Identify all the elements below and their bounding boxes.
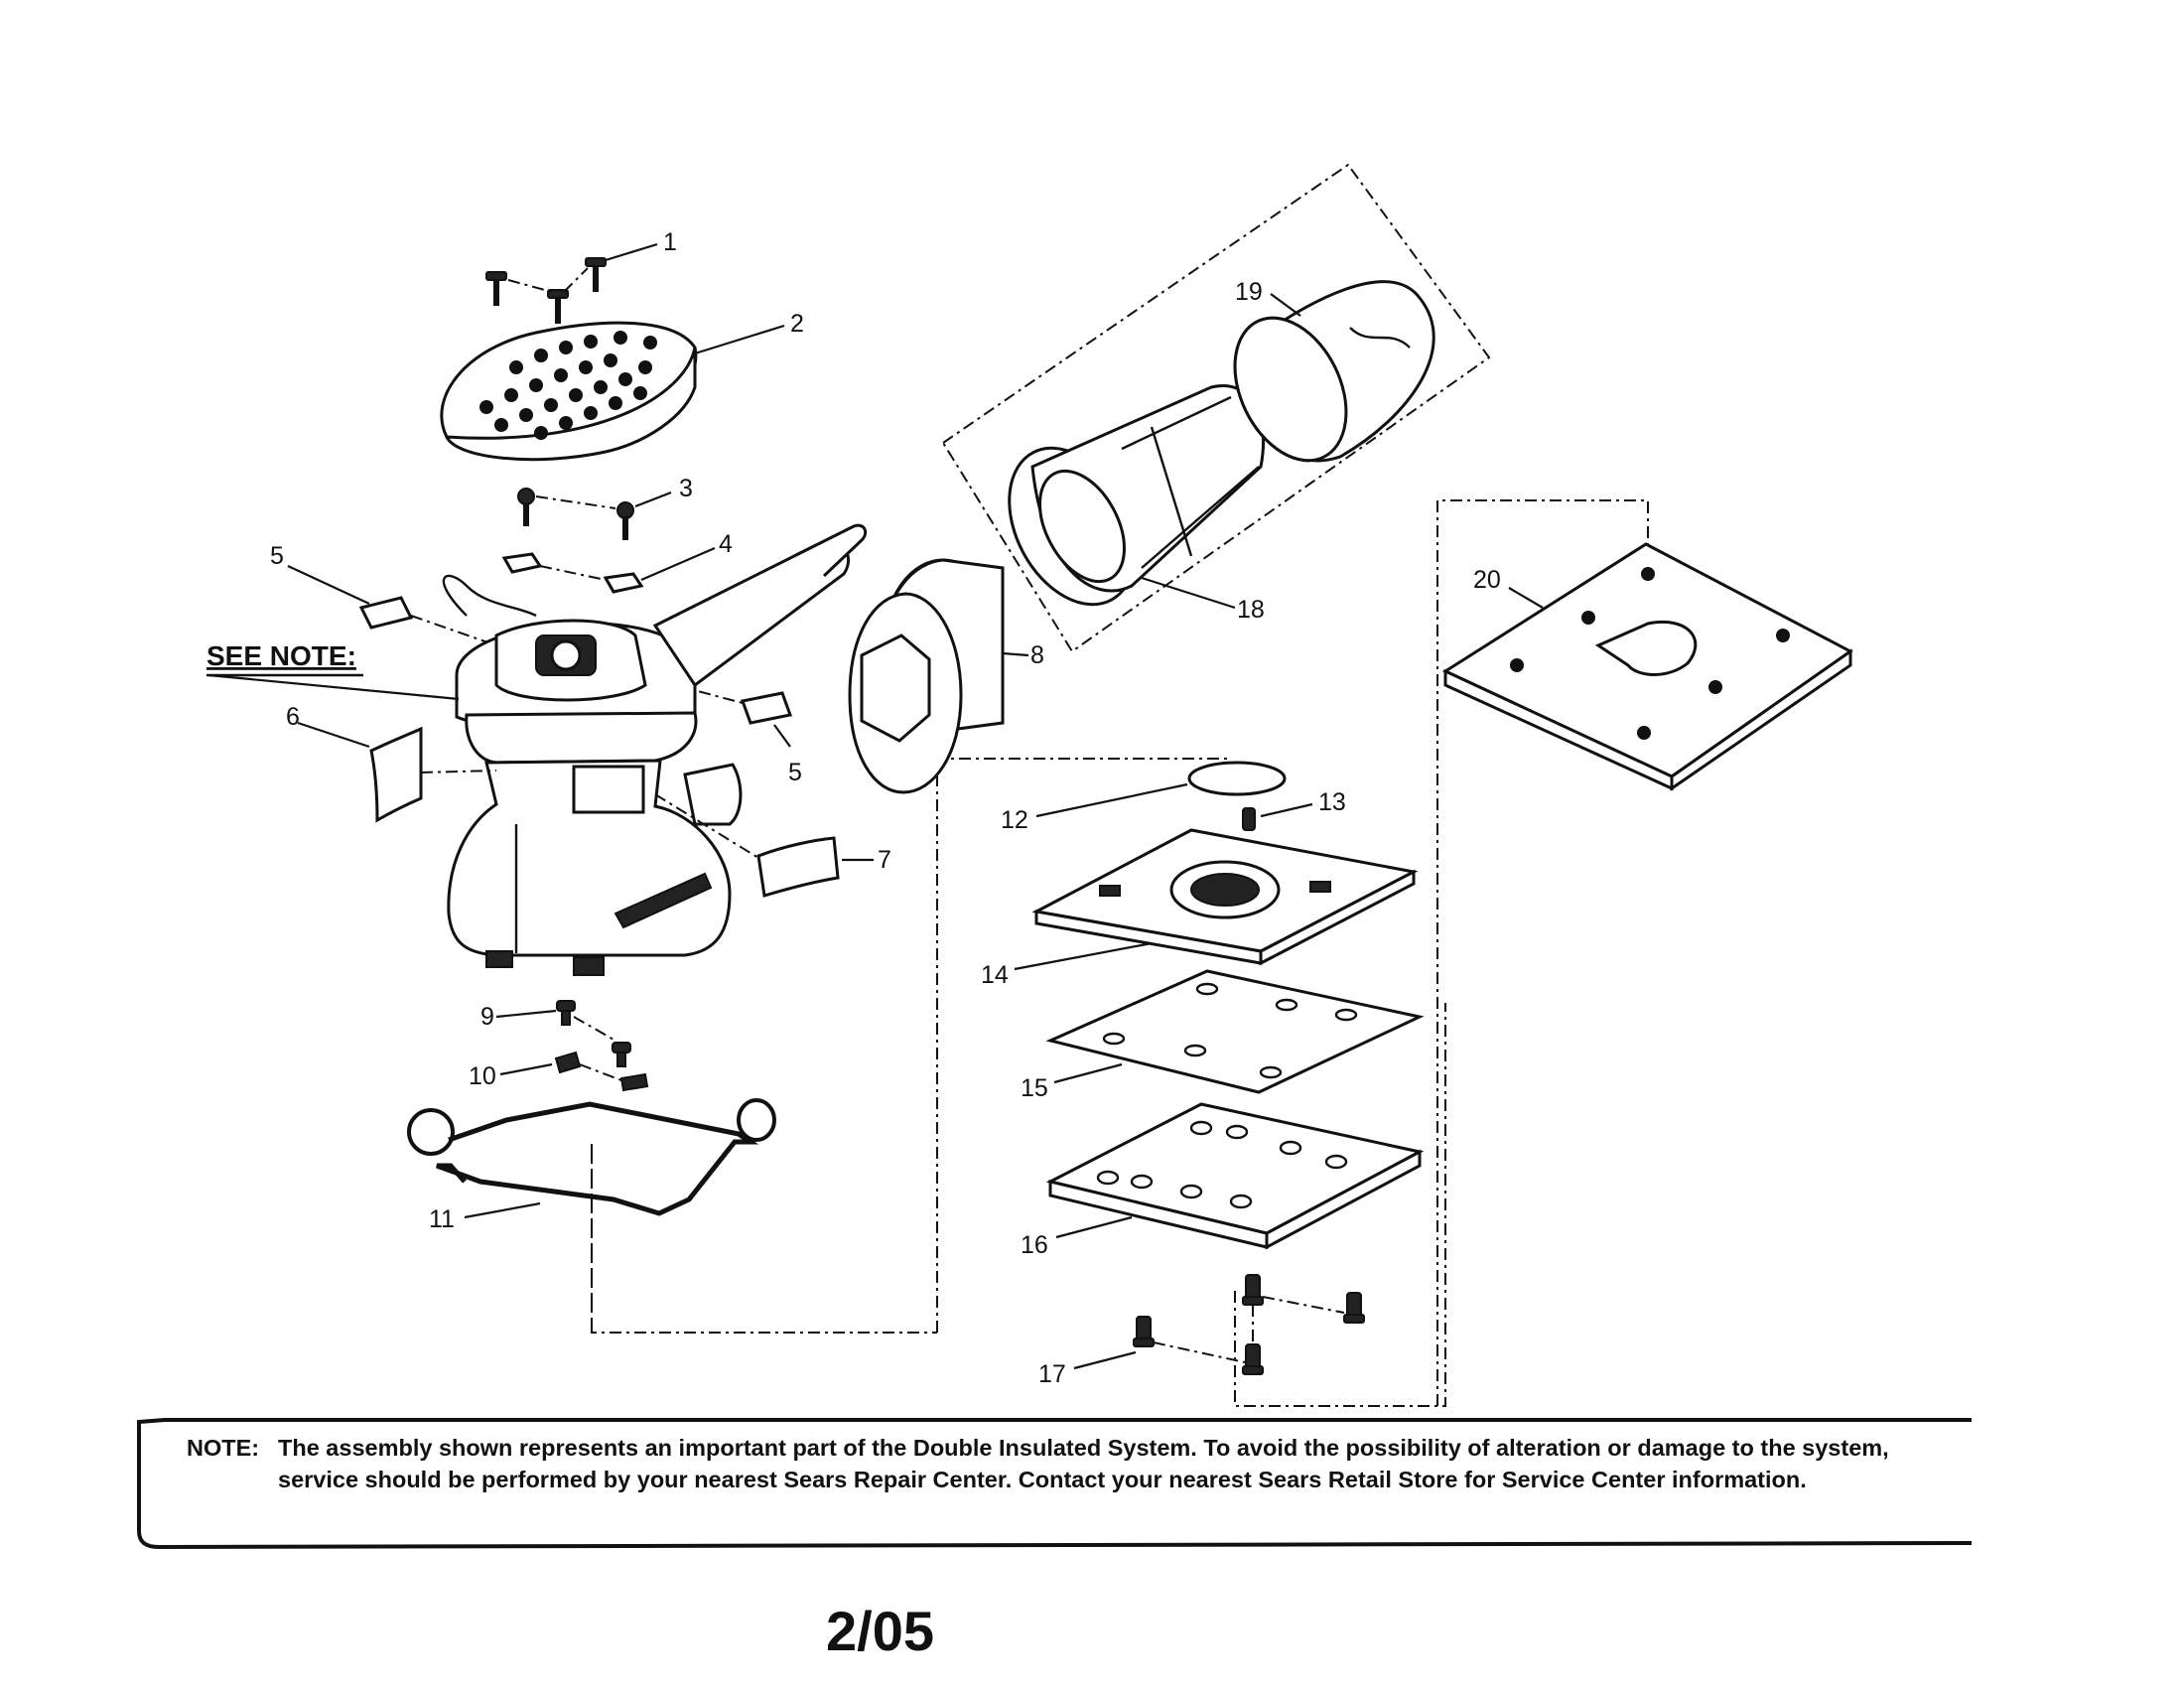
- part-2-grip-pad: [440, 321, 785, 462]
- callout-12: 12: [1001, 806, 1028, 834]
- part-6-label: [297, 721, 497, 823]
- callout-9: 9: [480, 1003, 494, 1031]
- callout-18: 18: [1237, 596, 1265, 624]
- note-heading: NOTE:: [187, 1435, 260, 1461]
- part-14-base: [1014, 828, 1419, 971]
- part-4-brush-caps: [501, 546, 716, 594]
- callout-15: 15: [1021, 1074, 1048, 1102]
- note: NOTE: The assembly shown represents an i…: [187, 1432, 1974, 1495]
- callout-19: 19: [1235, 278, 1263, 306]
- assembly-frame-20: [1234, 499, 1649, 1407]
- callout-7: 7: [878, 846, 891, 874]
- part-10-clips: [499, 1051, 649, 1092]
- callout-16: 16: [1021, 1231, 1048, 1259]
- callout-17: 17: [1038, 1360, 1066, 1388]
- callout-4: 4: [719, 530, 733, 558]
- callout-10: 10: [469, 1062, 496, 1090]
- part-12-o-ring: [1035, 761, 1287, 818]
- part-11-wire-clamp: [407, 1098, 776, 1219]
- part-8-fan-housing: [848, 558, 1029, 794]
- note-body: The assembly shown represents an importa…: [278, 1435, 1889, 1492]
- assembly-frame-18-19: [941, 163, 1491, 653]
- callout-14: 14: [981, 961, 1009, 989]
- part-5-brush-left: [287, 565, 497, 646]
- part-20-pad-plate: [1441, 542, 1853, 791]
- callout-13: 13: [1318, 788, 1346, 816]
- callout-labels: 1 2 3 4 5 5 6 7 8 9 10 11 12 13 14 15 16…: [206, 228, 1501, 1388]
- page-number: 2/05: [826, 1600, 934, 1662]
- part-18-filter-housing: [1008, 384, 1266, 610]
- callout-20: 20: [1473, 566, 1501, 594]
- callout-5a: 5: [270, 542, 284, 570]
- part-17-screws: [1073, 1274, 1365, 1375]
- motor-housing: [207, 523, 868, 976]
- part-7-label: [654, 793, 874, 898]
- callout-6: 6: [286, 703, 300, 731]
- part-3-screws: [517, 488, 672, 540]
- callout-5b: 5: [788, 759, 802, 786]
- see-note-label: SEE NOTE:: [206, 640, 356, 671]
- callout-11: 11: [429, 1205, 455, 1233]
- callout-8: 8: [1030, 641, 1044, 669]
- callout-2: 2: [790, 310, 804, 338]
- part-9-screws: [495, 1000, 631, 1067]
- part-15-pad-gasket: [1045, 969, 1425, 1094]
- part-16-pad: [1045, 1102, 1425, 1250]
- note-box: [137, 1418, 1972, 1550]
- callout-3: 3: [679, 475, 693, 502]
- part-19-filter-bag: [1233, 280, 1435, 463]
- part-1-screws: [485, 242, 658, 324]
- part-13-screw: [1242, 802, 1313, 831]
- callout-1: 1: [663, 228, 677, 256]
